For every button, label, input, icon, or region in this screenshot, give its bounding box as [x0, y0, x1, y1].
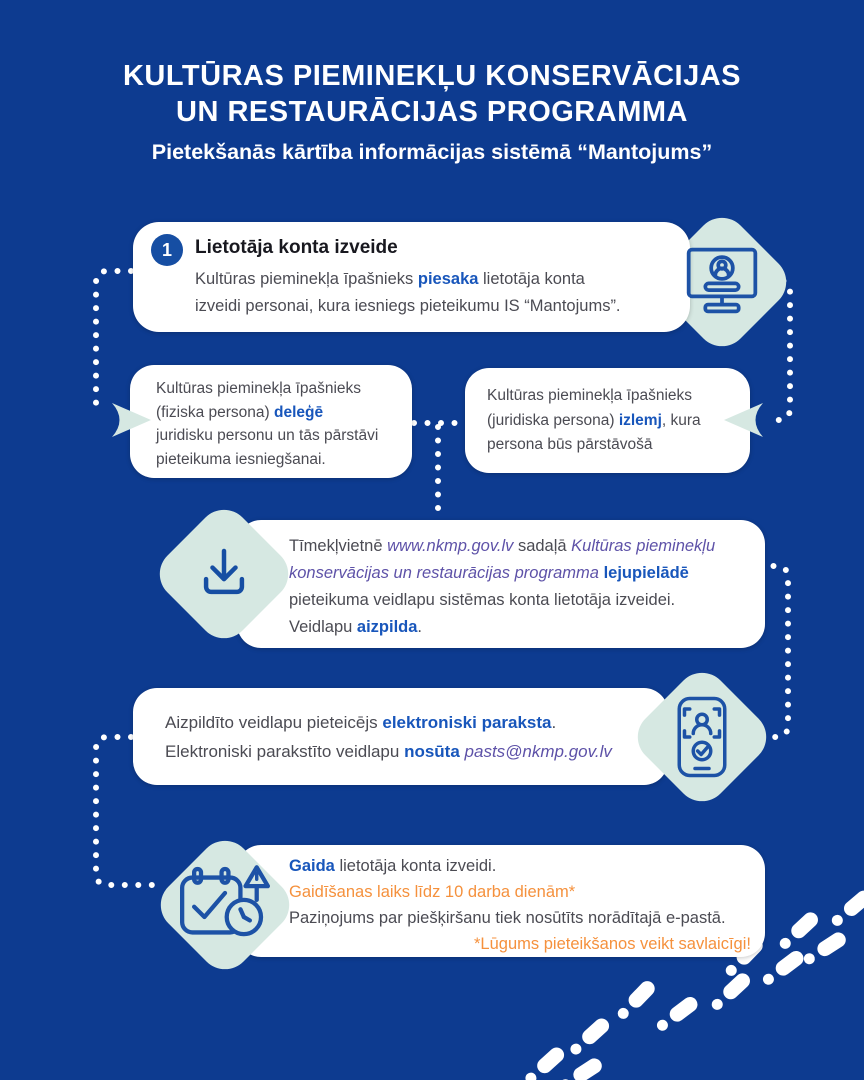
sign-form-card: Aizpildīto veidlapu pieteicējs elektroni… [133, 688, 668, 785]
poster-subtitle: Pietekšanās kārtība informācijas sistēmā… [151, 140, 713, 164]
download-form-icon [203, 548, 245, 595]
title-line-1: KULTŪRAS PIEMINEKĻU KONSERVĀCIJAS [122, 60, 742, 92]
poster-title: KULTŪRAS PIEMINEKĻU KONSERVĀCIJAS UN RES… [0, 58, 864, 130]
step1-body: Kultūras pieminekļa īpašnieks piesaka li… [195, 270, 621, 315]
juridiska-persona-text: Kultūras pieminekļa īpašnieks(juridiska … [487, 387, 701, 453]
connector-download-to-phone [757, 563, 791, 740]
step-number-badge: 1 [151, 234, 183, 266]
phone-identity-check-icon [677, 696, 727, 778]
arrow-into-juridiska-icon [724, 403, 763, 437]
download-form-card: Tīmekļvietnē www.nkmp.gov.lv sadaļā Kult… [237, 520, 765, 648]
calendar-deadline-icon [180, 865, 270, 937]
fiziska-persona-text: Kultūras pieminekļa īpašnieks(fiziska pe… [156, 380, 379, 468]
wait-line-2: Gaidīšanas laiks līdz 10 darba dienām* [289, 883, 576, 901]
juridiska-persona-card: Kultūras pieminekļa īpašnieks(juridiska … [465, 368, 750, 473]
wait-line-4: *Lūgums pieteikšanos veikt savlaicīgi! [474, 935, 751, 953]
wait-card: Gaida lietotāja konta izveidi. Gaidīšana… [237, 845, 765, 957]
connector-step1-to-fiziska [93, 268, 134, 417]
wait-line-1: Gaida lietotāja konta izveidi. [289, 857, 497, 875]
fiziska-persona-card: Kultūras pieminekļa īpašnieks(fiziska pe… [130, 365, 412, 478]
wait-line-3: Paziņojums par piešķiršanu tiek nosūtīts… [289, 909, 726, 927]
step1-heading: Lietotāja konta izveide [195, 237, 398, 258]
title-line-2: UN RESTAURĀCIJAS PROGRAMMA [176, 96, 688, 128]
step1-card: 1 Lietotāja konta izveide Kultūras piemi… [133, 222, 690, 332]
monitor-user-account-icon [686, 247, 758, 314]
sign-form-text: Aizpildīto veidlapu pieteicējs elektroni… [165, 713, 612, 761]
download-form-text: Tīmekļvietnē www.nkmp.gov.lv sadaļā Kult… [289, 537, 716, 636]
arrow-into-fiziska-icon [112, 403, 151, 437]
connector-sign-to-calendar [93, 734, 155, 888]
